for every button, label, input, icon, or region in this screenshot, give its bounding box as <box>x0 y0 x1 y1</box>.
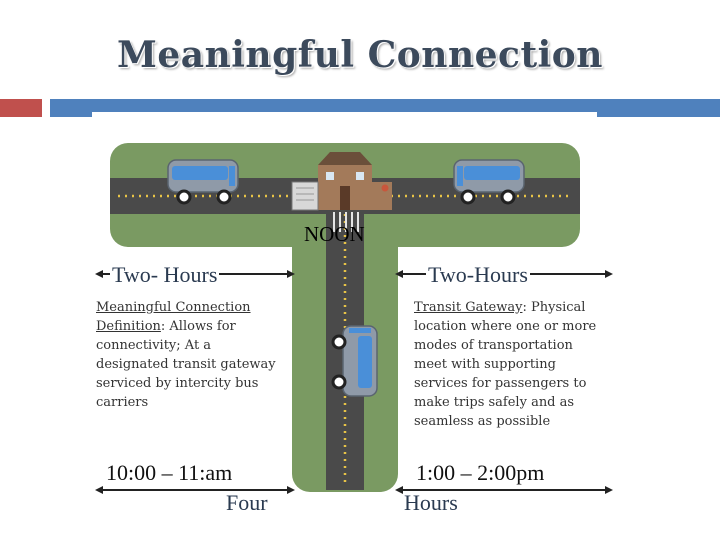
building-icon <box>291 152 392 211</box>
left-time-range: 10:00 – 11:am <box>104 460 235 486</box>
right-definition-text: : Physical location where one or more mo… <box>414 300 597 429</box>
arrow-right-time <box>395 486 613 494</box>
right-time-range: 1:00 – 2:00pm <box>414 460 547 486</box>
left-definition: Meaningful Connection Definition: Allows… <box>96 298 276 412</box>
crosswalk <box>333 212 359 232</box>
header-bar-gap <box>92 112 597 121</box>
bus-icon-vertical <box>331 325 378 397</box>
noon-label: NOON <box>304 222 365 246</box>
left-term: Meaningful Connection Definition <box>96 300 251 334</box>
bus-icon-right <box>453 159 525 205</box>
header-bar-red <box>0 99 42 117</box>
left-duration: Four <box>226 490 268 515</box>
arrow-left-time <box>95 486 295 494</box>
left-heading: Two- Hours <box>110 262 220 288</box>
left-definition-text: : Allows for connectivity; At a designat… <box>96 319 276 410</box>
right-term: Transit Gateway <box>414 300 523 315</box>
bus-icon-left <box>167 159 239 205</box>
right-duration: Hours <box>404 490 458 515</box>
right-definition: Transit Gateway: Physical location where… <box>414 298 604 431</box>
right-heading: Two-Hours <box>426 262 530 288</box>
slide-title: Meaningful Connection <box>117 34 603 76</box>
